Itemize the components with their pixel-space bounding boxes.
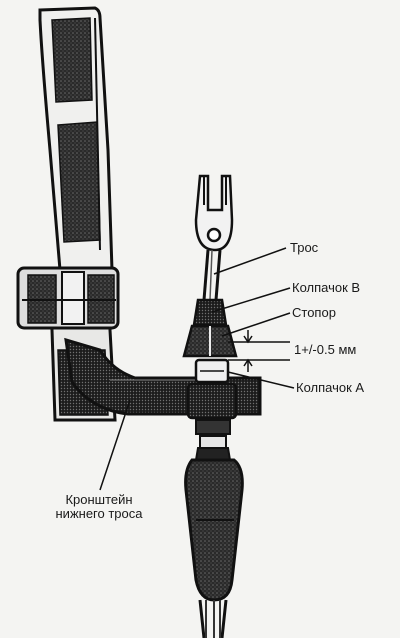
pedal-arm xyxy=(38,6,114,272)
cable-clevis xyxy=(194,174,234,252)
cable xyxy=(202,249,222,301)
label-bracket-line1: Кронштейн xyxy=(65,492,133,507)
stopper xyxy=(182,324,238,358)
leader-cable xyxy=(213,247,287,275)
leader-cap-a xyxy=(227,371,295,389)
leader-lines xyxy=(99,247,295,491)
bracket-nut xyxy=(186,382,238,449)
label-gap: 1+/-0.5 мм xyxy=(294,342,357,357)
leader-bracket xyxy=(99,399,131,491)
gap-dimension xyxy=(228,330,290,372)
leader-stopper xyxy=(221,312,291,337)
label-cable: Трос xyxy=(290,240,319,255)
label-stopper: Стопор xyxy=(292,305,336,320)
leader-cap-b xyxy=(211,287,291,313)
label-bracket: Кронштейн нижнего троса xyxy=(44,493,154,521)
cap-b xyxy=(192,298,228,327)
label-cap-b: Колпачок В xyxy=(292,280,361,295)
mounting-nut xyxy=(16,266,120,330)
label-cap-a: Колпачок А xyxy=(296,380,365,395)
cap-a xyxy=(194,358,230,384)
label-bracket-line2: нижнего троса xyxy=(55,506,143,521)
cable-housing xyxy=(184,447,244,638)
